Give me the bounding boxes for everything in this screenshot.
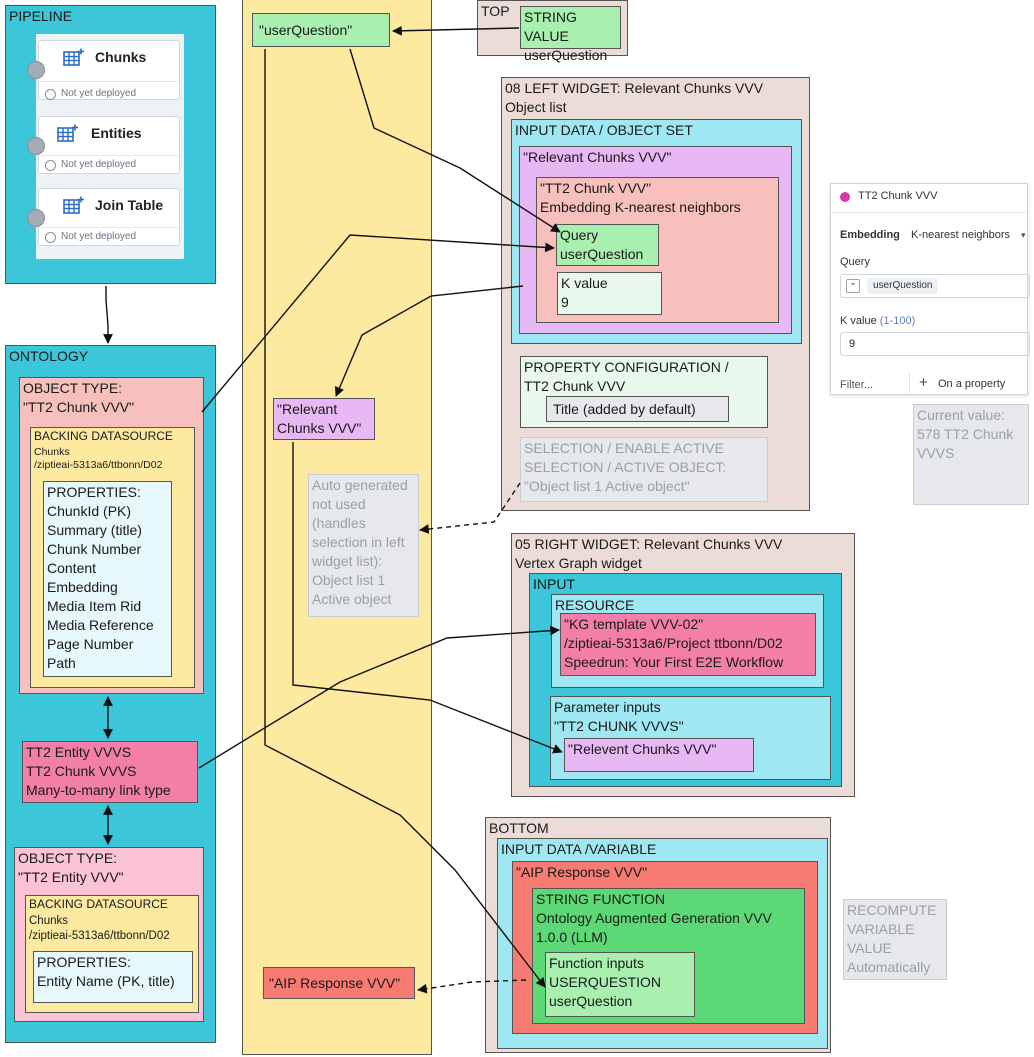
bottom-string-function-label: STRING FUNCTION Ontology Augmented Gener… bbox=[536, 891, 772, 945]
backing-datasource-title: BACKING DATASOURCE bbox=[29, 897, 168, 911]
right-widget-resource-item[interactable]: "KG template VVV-02" /ziptieai-5313a6/Pr… bbox=[560, 613, 816, 676]
bottom-title: BOTTOM bbox=[489, 820, 549, 836]
panel-query-label: Query bbox=[840, 256, 870, 268]
left-widget-title: 08 LEFT WIDGET: Relevant Chunks VVV Obje… bbox=[505, 80, 764, 115]
object-type-entity-title: OBJECT TYPE: "TT2 Entity VVV" bbox=[18, 850, 124, 885]
backing-datasource-path: Chunks /ziptieai-5313a6/ttbonn/D02 bbox=[29, 915, 170, 942]
top-string-value-label: STRING VALUE userQuestion bbox=[524, 9, 608, 63]
variable-aip-response-label: "AIP Response VVV" bbox=[269, 975, 401, 991]
left-widget-object-set-name: "Relevant Chunks VVV" bbox=[523, 149, 672, 165]
left-widget-title-default-label: Title (added by default) bbox=[553, 401, 696, 417]
right-widget-input-title: INPUT bbox=[533, 576, 575, 592]
dataset-add-icon bbox=[57, 124, 78, 142]
node-handle-icon bbox=[27, 209, 45, 227]
bottom-function-inputs[interactable]: Function inputs USERQUESTION userQuestio… bbox=[545, 952, 695, 1017]
panel-k-value: 9 bbox=[849, 338, 856, 350]
pipeline-item-name: Join Table bbox=[95, 197, 164, 213]
status-circle-icon bbox=[45, 89, 56, 100]
properties-chunk-list: PROPERTIES: ChunkId (PK) Summary (title)… bbox=[47, 484, 154, 671]
quote-icon: ” bbox=[846, 279, 860, 293]
ontology-title: ONTOLOGY bbox=[9, 348, 89, 364]
panel-embedding-label: Embedding bbox=[840, 229, 900, 241]
left-widget-input-title: INPUT DATA / OBJECT SET bbox=[515, 122, 693, 138]
pipeline-item-entities[interactable]: Entities Not yet deployed bbox=[27, 116, 180, 174]
panel-query-chip: userQuestion bbox=[867, 278, 939, 294]
connector-pipeline-ontology bbox=[103, 286, 113, 344]
left-widget-property-config-label: PROPERTY CONFIGURATION / TT2 Chunk VVV bbox=[524, 359, 729, 394]
pipeline-item-status: Not yet deployed bbox=[61, 231, 137, 242]
right-widget-param-value-label: "Relevent Chunks VVV" bbox=[568, 741, 717, 757]
dataset-add-icon bbox=[63, 48, 84, 66]
properties-entity: PROPERTIES: Entity Name (PK, title) bbox=[33, 951, 193, 1003]
left-widget-selection-label: SELECTION / ENABLE ACTIVE SELECTION / AC… bbox=[524, 440, 727, 494]
panel-property-button[interactable]: + On a property bbox=[909, 372, 1029, 396]
auto-generated-note: Auto generated not used (handles selecti… bbox=[308, 474, 419, 617]
bottom-input-title: INPUT DATA /VARIABLE bbox=[501, 841, 657, 857]
status-circle-icon bbox=[45, 160, 56, 171]
object-type-chunk-title: OBJECT TYPE: "TT2 Chunk VVV" bbox=[23, 380, 135, 415]
link-type-label: TT2 Entity VVVS TT2 Chunk VVVS Many-to-m… bbox=[26, 744, 171, 798]
recompute-note: RECOMPUTE VARIABLE VALUE Automatically bbox=[843, 899, 947, 980]
status-circle-icon bbox=[45, 232, 56, 243]
variable-aip-response[interactable]: "AIP Response VVV" bbox=[263, 967, 415, 999]
object-set-config-panel: TT2 Chunk VVV Embedding K-nearest neighb… bbox=[830, 183, 1030, 396]
left-widget-query-label: Query userQuestion bbox=[560, 227, 644, 262]
dataset-add-icon bbox=[63, 196, 84, 214]
left-widget-selection: SELECTION / ENABLE ACTIVE SELECTION / AC… bbox=[520, 437, 768, 502]
panel-embedding-mode[interactable]: K-nearest neighbors bbox=[911, 229, 1011, 241]
variable-user-question-label: "userQuestion" bbox=[259, 22, 353, 38]
plus-icon: + bbox=[919, 374, 928, 391]
left-widget-query[interactable]: Query userQuestion bbox=[556, 224, 659, 266]
left-widget-title-default: Title (added by default) bbox=[546, 396, 729, 422]
recompute-note-text: RECOMPUTE VARIABLE VALUE Automatically bbox=[847, 902, 937, 975]
node-handle-icon bbox=[27, 61, 45, 79]
left-widget-k-value[interactable]: K value 9 bbox=[557, 272, 662, 315]
variable-relevant-chunks-label: "Relevant Chunks VVV" bbox=[277, 401, 362, 436]
left-widget-knn-label: "TT2 Chunk VVV" Embedding K-nearest neig… bbox=[540, 180, 741, 215]
backing-datasource-path: Chunks /ziptieai-5313a6/ttbonn/D02 bbox=[34, 446, 163, 471]
right-widget-param-value[interactable]: "Relevent Chunks VVV" bbox=[564, 738, 754, 772]
node-handle-icon bbox=[27, 137, 45, 155]
backing-datasource-title: BACKING DATASOURCE bbox=[34, 429, 173, 443]
pipeline-item-join-table[interactable]: Join Table Not yet deployed bbox=[27, 188, 180, 246]
bottom-aip-response-label: "AIP Response VVV" bbox=[516, 864, 648, 880]
panel-filter-label[interactable]: Filter... bbox=[840, 379, 874, 391]
right-widget-resource-title: RESOURCE bbox=[555, 597, 635, 613]
pipeline-item-name: Entities bbox=[91, 125, 142, 141]
chevron-down-icon[interactable]: ▾ bbox=[1021, 230, 1026, 240]
panel-k-label-text: K value bbox=[840, 315, 877, 327]
panel-k-input[interactable]: 9 bbox=[840, 332, 1030, 356]
right-widget-params-label: Parameter inputs "TT2 CHUNK VVVS" bbox=[554, 699, 684, 734]
top-string-value: STRING VALUE userQuestion bbox=[520, 6, 621, 63]
pipeline-item-chunks[interactable]: Chunks Not yet deployed bbox=[27, 40, 180, 100]
variable-relevant-chunks[interactable]: "Relevant Chunks VVV" bbox=[273, 398, 375, 440]
left-widget-k-value-label: K value 9 bbox=[561, 275, 608, 310]
right-widget-resource-label: "KG template VVV-02" /ziptieai-5313a6/Pr… bbox=[564, 616, 784, 670]
link-type: TT2 Entity VVVS TT2 Chunk VVVS Many-to-m… bbox=[22, 741, 198, 803]
pipeline-item-status: Not yet deployed bbox=[61, 159, 137, 170]
variable-user-question[interactable]: "userQuestion" bbox=[252, 13, 390, 47]
properties-chunk: PROPERTIES: ChunkId (PK) Summary (title)… bbox=[43, 481, 172, 677]
pipeline-title: PIPELINE bbox=[9, 8, 73, 24]
bottom-function-inputs-label: Function inputs USERQUESTION userQuestio… bbox=[549, 955, 662, 1009]
pipeline-item-status: Not yet deployed bbox=[61, 88, 137, 99]
panel-k-range: (1-100) bbox=[879, 315, 916, 327]
right-widget-title: 05 RIGHT WIDGET: Relevant Chunks VVV Ver… bbox=[515, 536, 783, 571]
object-type-icon bbox=[840, 192, 850, 202]
auto-generated-note-text: Auto generated not used (handles selecti… bbox=[312, 477, 408, 607]
top-title: TOP bbox=[481, 3, 510, 19]
panel-query-input[interactable]: ” userQuestion bbox=[840, 274, 1030, 298]
current-value-note-text: Current value: 578 TT2 Chunk VVVS bbox=[917, 407, 1014, 461]
properties-entity-list: PROPERTIES: Entity Name (PK, title) bbox=[37, 954, 175, 989]
panel-title: TT2 Chunk VVV bbox=[858, 190, 938, 202]
panel-k-label: K value (1-100) bbox=[840, 315, 915, 327]
panel-property-button-label: On a property bbox=[938, 378, 1006, 390]
pipeline-item-name: Chunks bbox=[95, 49, 147, 65]
current-value-note: Current value: 578 TT2 Chunk VVVS bbox=[913, 404, 1029, 505]
